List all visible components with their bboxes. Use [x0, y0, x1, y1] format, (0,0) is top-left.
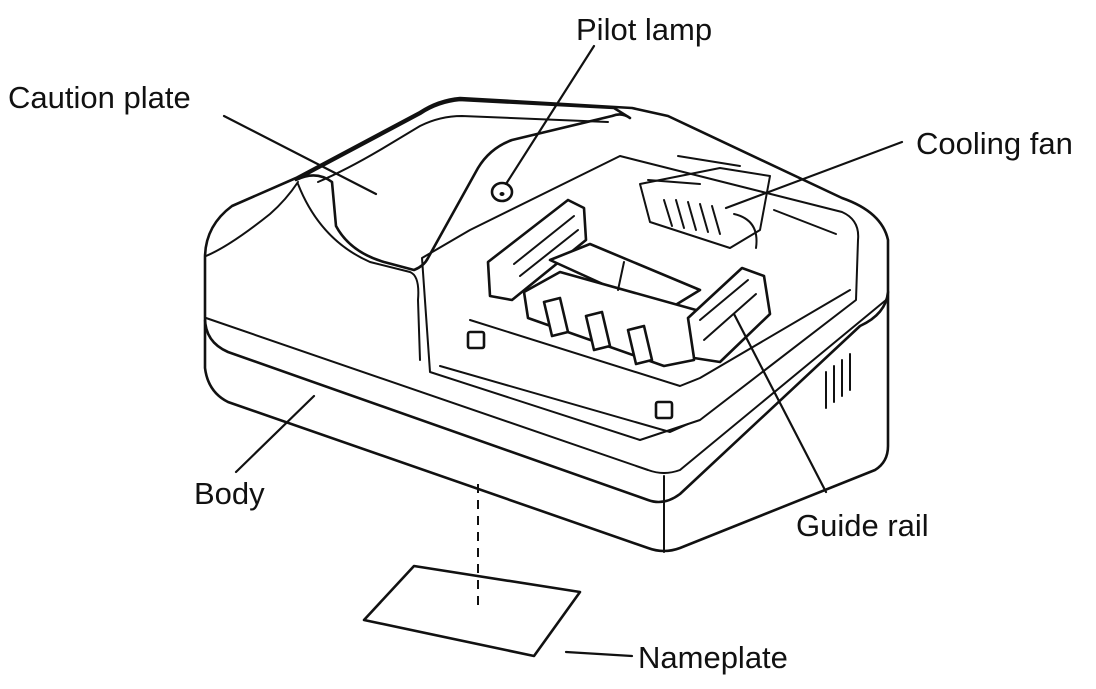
nameplate-outline — [362, 564, 582, 658]
leader-guide-rail — [732, 312, 828, 494]
fan-vent-5 — [711, 205, 721, 235]
terminal-finger-3 — [626, 324, 654, 366]
body-left-curve — [297, 183, 421, 361]
leader-caution-plate — [222, 114, 378, 196]
top-slit-2 — [773, 209, 837, 235]
terminal-finger-2 — [584, 310, 612, 352]
terminal-divider — [617, 261, 625, 291]
pilot-lamp — [490, 181, 514, 203]
pilot-lamp-dot — [499, 192, 505, 196]
body-left-hump — [205, 181, 299, 257]
side-vents — [825, 353, 851, 409]
fan-vent-4 — [699, 203, 709, 233]
leader-nameplate — [564, 650, 634, 658]
label-nameplate: Nameplate — [638, 640, 788, 675]
label-cooling-fan: Cooling fan — [916, 126, 1073, 161]
fan-vent-1 — [663, 199, 673, 227]
label-guide-rail: Guide rail — [796, 508, 929, 543]
fan-blade-arc — [733, 213, 758, 249]
top-slit-1 — [647, 179, 701, 185]
terminal-finger-1 — [542, 296, 570, 338]
fan-vent-2 — [675, 199, 685, 229]
slot-tray — [421, 155, 860, 441]
slot-tray-step — [469, 289, 851, 387]
right-clip — [654, 400, 674, 420]
caution-plate-outline — [294, 98, 632, 272]
top-slit-3 — [677, 155, 741, 167]
label-body: Body — [194, 476, 265, 511]
slot-floor — [439, 365, 689, 433]
label-caution-plate: Caution plate — [8, 80, 191, 115]
leader-body — [234, 394, 316, 474]
cooling-fan — [639, 155, 837, 249]
left-clip — [466, 330, 486, 350]
right-guide-rail-groove — [699, 279, 757, 341]
label-pilot-lamp: Pilot lamp — [576, 12, 713, 47]
right-guide-rail — [686, 266, 772, 364]
left-rail-groove — [513, 215, 579, 277]
battery-slot — [421, 155, 860, 441]
fan-recess — [639, 167, 771, 249]
leader-pilot-lamp — [504, 44, 596, 186]
terminal-block — [522, 270, 698, 368]
body-skirt-line — [205, 299, 887, 474]
fan-vent-3 — [687, 201, 697, 231]
caution-plate-area — [205, 98, 632, 361]
leader-cooling-fan — [724, 140, 904, 210]
